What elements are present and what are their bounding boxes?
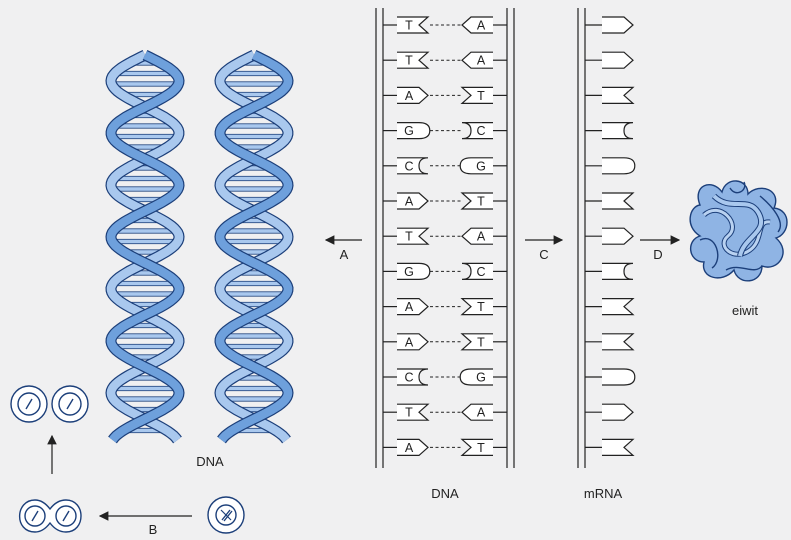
base-letter-right: T — [477, 89, 485, 103]
mrna-strand — [577, 8, 636, 468]
base-letter-left: T — [405, 54, 413, 68]
protein-blob-icon — [689, 180, 788, 282]
base-letter-left: T — [405, 230, 413, 244]
base-letter-left: G — [404, 265, 414, 279]
mrna-base — [585, 333, 635, 351]
base-letter-left: A — [405, 195, 414, 209]
dna-double-helix-right — [214, 50, 294, 444]
dividing-cell-icon — [19, 499, 82, 533]
base-letter-right: A — [477, 230, 486, 244]
base-letter-right: G — [476, 371, 486, 385]
mrna-base — [585, 157, 636, 175]
base-letter-right: T — [477, 335, 485, 349]
base-letter-right: C — [476, 265, 485, 279]
single-cell-icon — [207, 496, 245, 534]
mrna-base — [585, 403, 634, 421]
mrna-base — [585, 298, 635, 316]
dna-helix-label: DNA — [196, 454, 224, 469]
protein-label: eiwit — [732, 303, 758, 318]
base-letter-left: A — [405, 300, 414, 314]
base-letter-left: T — [405, 406, 413, 420]
base-letter-right: T — [477, 441, 485, 455]
arrow-d: D — [640, 235, 681, 262]
base-letter-left: G — [404, 124, 414, 138]
mrna-base — [585, 192, 635, 210]
base-letter-right: T — [477, 300, 485, 314]
arrow-a: A — [324, 235, 362, 262]
arrow-b: B — [98, 511, 192, 537]
base-letter-left: A — [405, 335, 414, 349]
base-letter-right: A — [477, 406, 486, 420]
dna-double-helix-left — [105, 50, 185, 444]
base-letter-left: C — [404, 159, 413, 173]
base-letter-right: A — [477, 19, 486, 33]
base-letter-right: C — [476, 124, 485, 138]
dna-strand-label: DNA — [431, 486, 459, 501]
base-letter-right: T — [477, 195, 485, 209]
arrow-d-label: D — [653, 247, 662, 262]
mrna-base — [585, 16, 634, 34]
mrna-base — [585, 86, 635, 104]
two-daughter-cells-icon — [10, 385, 89, 423]
base-letter-left: A — [405, 441, 414, 455]
mrna-base — [585, 227, 634, 245]
mrna-base — [585, 438, 635, 456]
mrna-base — [585, 122, 634, 140]
arrow-c: C — [525, 235, 564, 262]
base-letter-right: A — [477, 54, 486, 68]
mrna-label: mRNA — [584, 486, 623, 501]
base-letter-left: C — [404, 371, 413, 385]
mrna-base — [585, 368, 636, 386]
base-letter-right: G — [476, 159, 486, 173]
mrna-base — [585, 262, 634, 280]
arrow-b-label: B — [149, 522, 158, 537]
base-letter-left: A — [405, 89, 414, 103]
base-letter-left: T — [405, 19, 413, 33]
arrow-c-label: C — [539, 247, 548, 262]
arrow-a-label: A — [340, 247, 349, 262]
mrna-base — [585, 51, 634, 69]
